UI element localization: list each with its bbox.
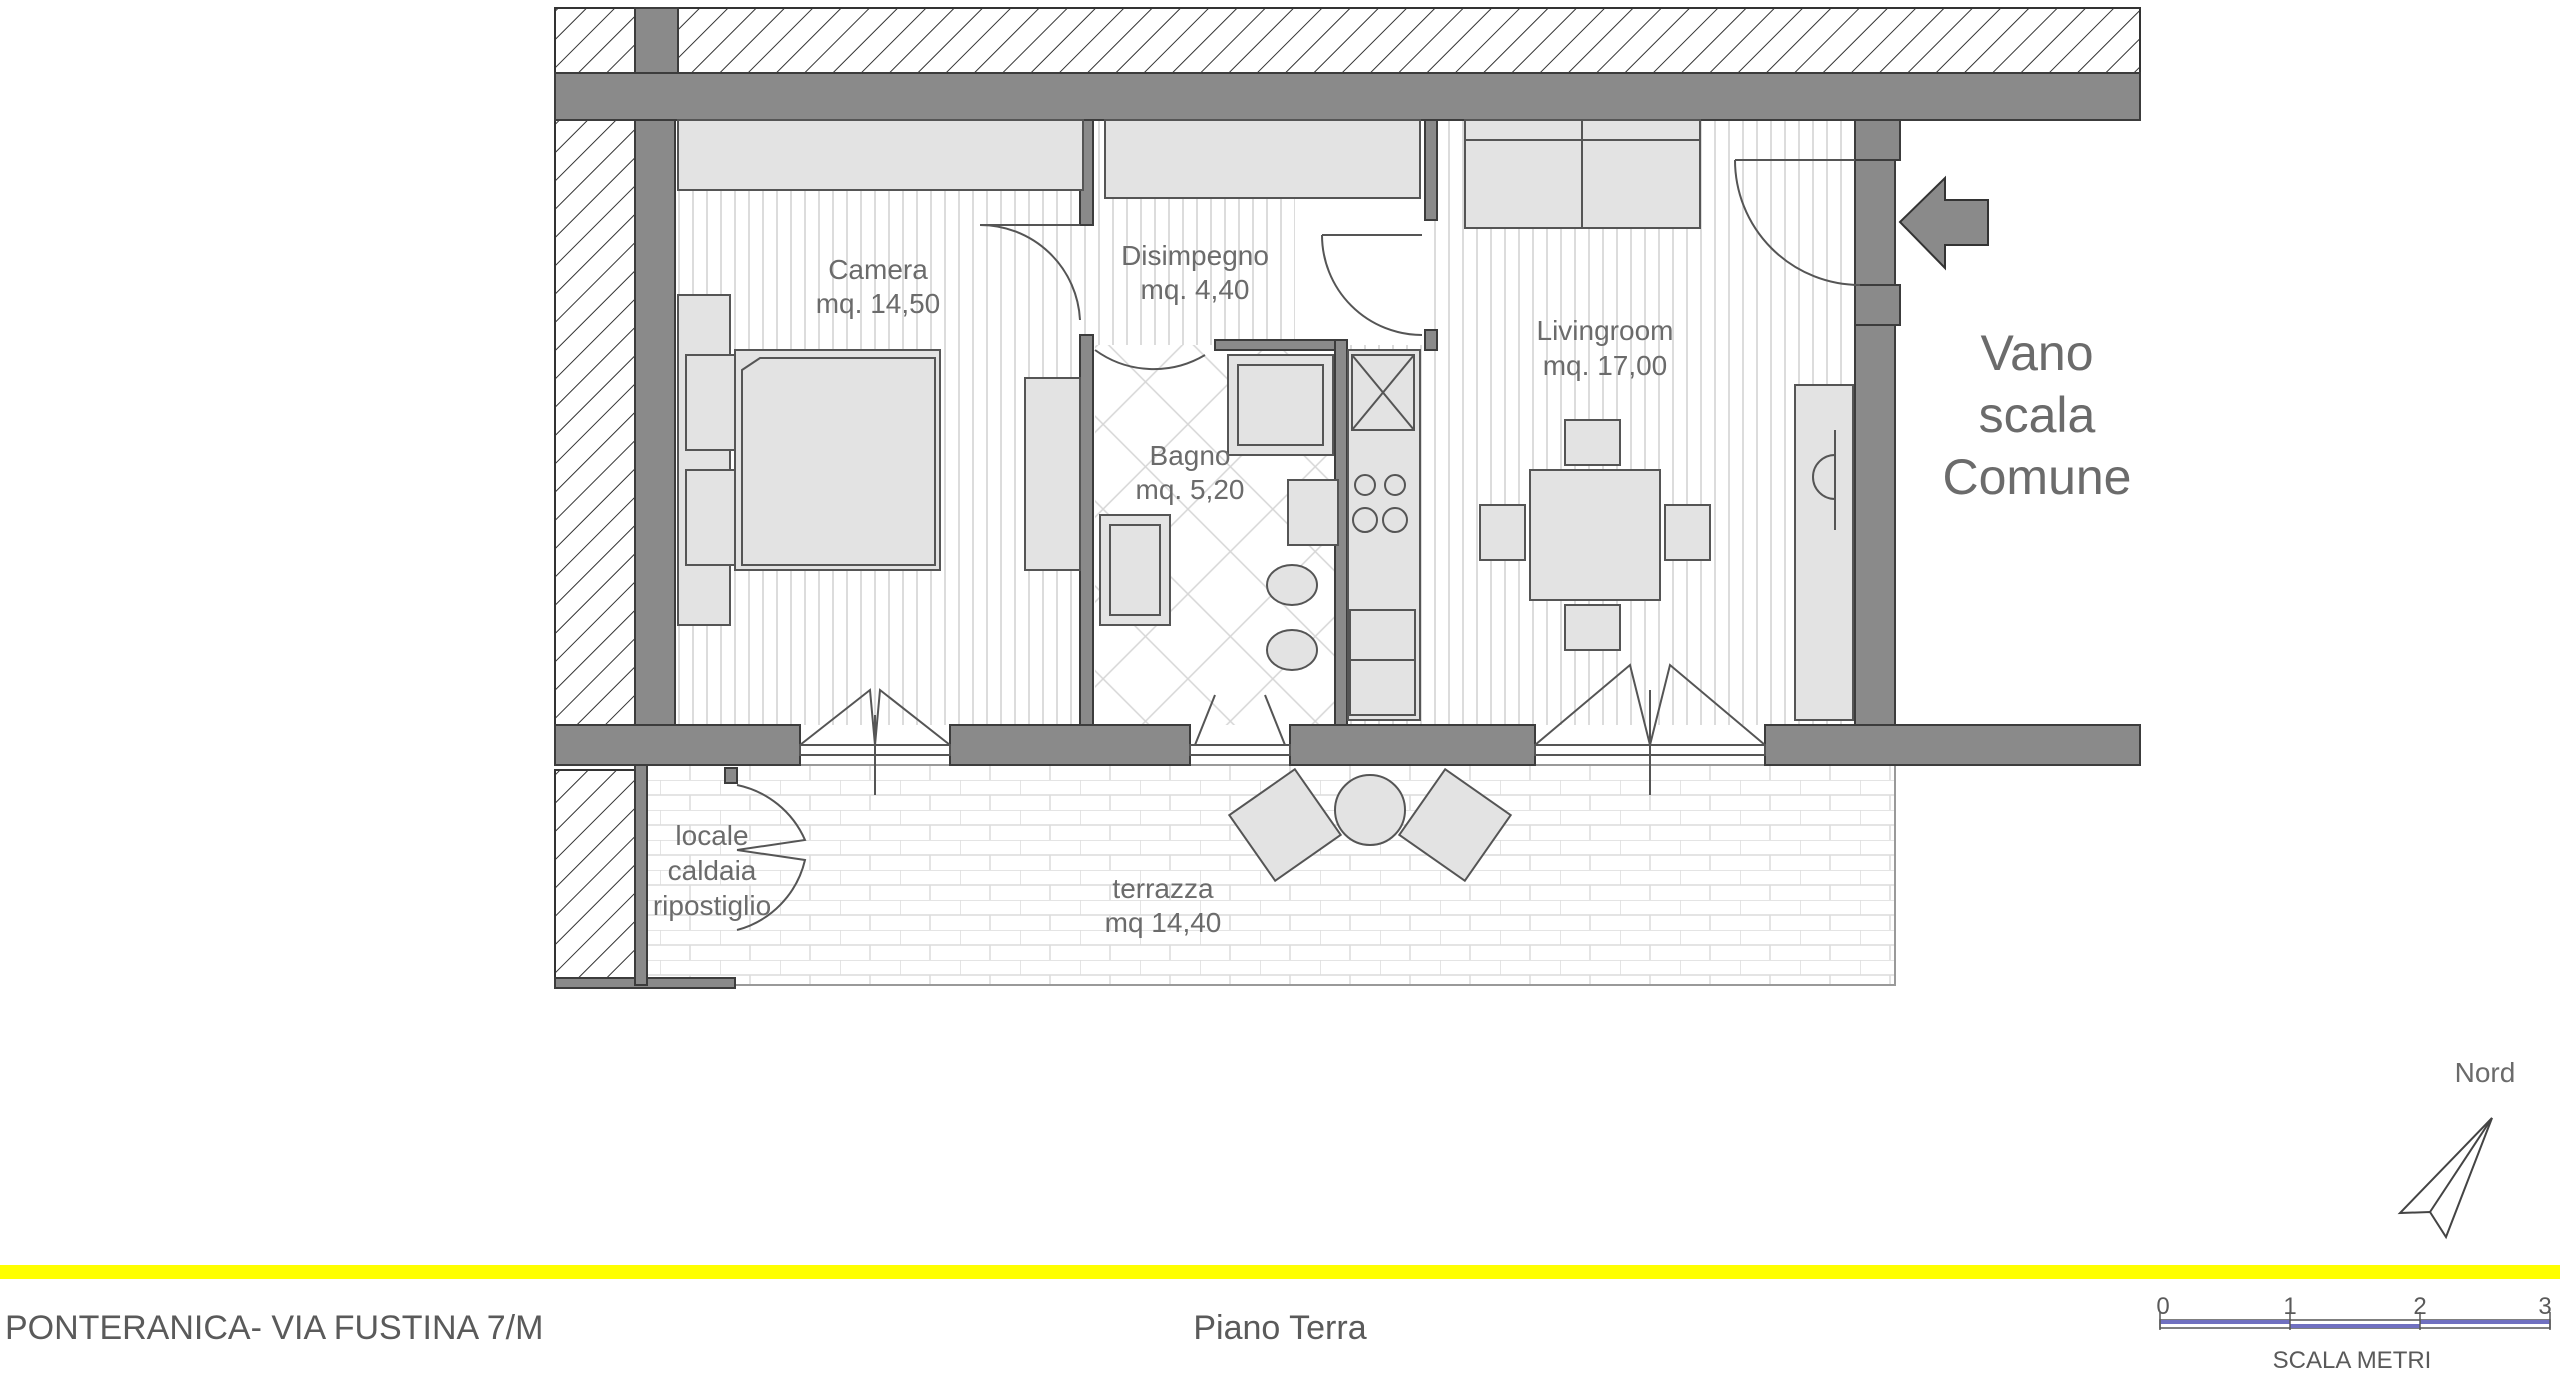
area-terrazza: mq 14,40 [1105,907,1222,938]
area-bagno: mq. 5,20 [1136,474,1245,505]
scale-tick-2: 2 [2413,1293,2426,1320]
area-disimpegno: mq. 4,40 [1141,274,1250,305]
room-labels: Camera mq. 14,50 Disimpegno mq. 4,40 Bag… [653,240,2132,938]
label-livingroom: Livingroom [1537,315,1674,346]
label-disimpegno: Disimpegno [1121,240,1269,271]
label-bagno: Bagno [1150,440,1231,471]
area-livingroom: mq. 17,00 [1543,350,1668,381]
label-locale-3: ripostiglio [653,890,771,921]
label-stair-3: Comune [1943,449,2132,505]
footer-floor: Piano Terra [1193,1309,1366,1347]
bedroom-furniture [677,119,1084,626]
hall-furniture [979,119,1701,371]
windows [799,663,1766,795]
neighbor-walls [554,7,2141,981]
north-arrow: Nord [2397,1057,2516,1240]
living-furniture [1479,159,1861,721]
label-stair-1: Vano [1980,325,2093,381]
north-label: Nord [2455,1057,2516,1088]
accent-line [0,1265,2560,1279]
scale-bar: 0 1 2 3 SCALA METRI [2156,1293,2551,1374]
terrace-furniture [736,767,1513,931]
scale-label: SCALA METRI [2273,1347,2432,1374]
area-camera: mq. 14,50 [816,288,941,319]
label-locale-2: caldaia [668,855,757,886]
footer-address: PONTERANICA- VIA FUSTINA 7/M [5,1309,543,1347]
bathroom-fixtures [1099,354,1339,671]
scale-tick-0: 0 [2156,1293,2169,1320]
entrance-arrow [1898,175,1989,271]
kitchen-fixtures [1347,349,1421,721]
north-arrow-icon [2397,1117,2493,1240]
scale-tick-1: 1 [2283,1293,2296,1320]
label-camera: Camera [828,254,928,285]
label-stair-2: scala [1979,387,2096,443]
scale-tick-3: 3 [2538,1293,2551,1320]
label-locale-1: locale [675,820,748,851]
label-terrazza: terrazza [1112,873,1214,904]
